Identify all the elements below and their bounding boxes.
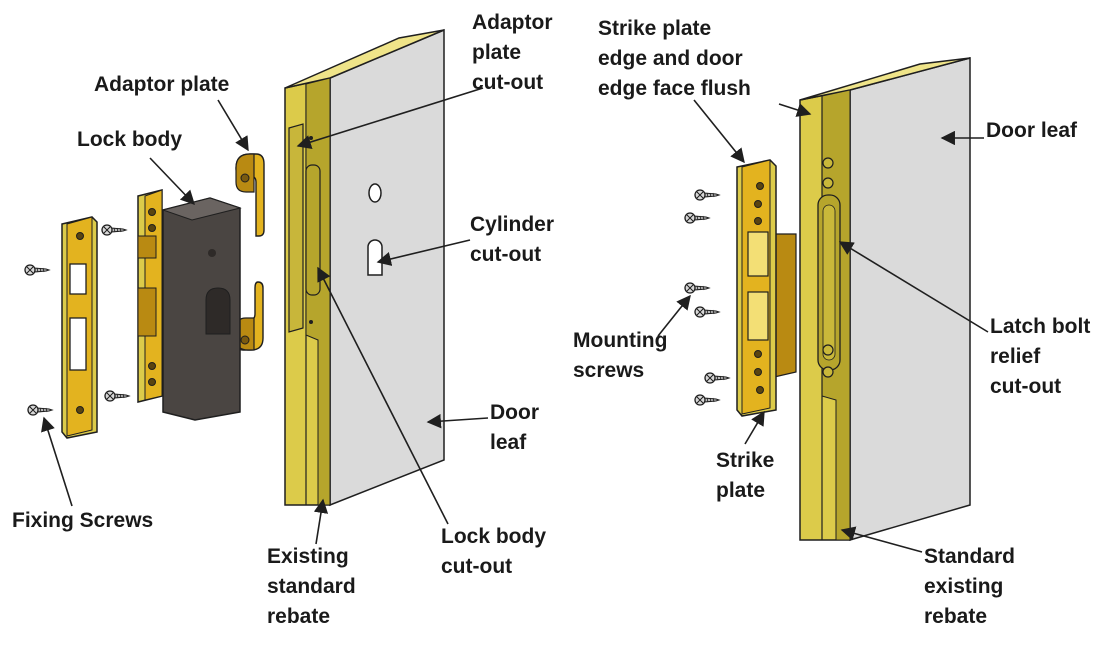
leader-arrows [41,87,989,553]
fixing-screw-3 [104,390,131,402]
arrow-icon [426,413,489,429]
label-line: cut-out [470,243,542,266]
label-line: Standard [924,545,1016,568]
arrow-icon [693,99,745,164]
label-line: Strike [716,449,775,472]
label-line: Lock body [77,128,183,151]
label-line: cut-out [990,375,1062,398]
label-strike-plate: Strike plate [716,446,774,506]
arrow-icon [217,99,249,152]
arrow-icon [376,239,471,266]
label-line: Adaptor plate [94,73,230,96]
fixing-screw-1 [24,264,51,276]
label-line: rebate [267,605,331,628]
label-strike-plate-flush: Strike plate edge and door edge face flush [598,14,751,104]
arrow-icon [840,526,923,553]
screw-icon [104,390,131,402]
screw-icon [694,306,721,318]
arrow-icon [149,157,195,206]
label-lock-body: Lock body [77,125,182,155]
label-line: cut-out [441,555,513,578]
screw-icon [684,212,711,224]
strike-plate [736,159,797,417]
label-line: Strike plate [598,17,712,40]
label-line: standard [267,575,356,598]
screw-icon [101,224,128,236]
label-line: relief [990,345,1041,368]
lock-body-cutout-shape [305,164,321,296]
mounting-screw-5 [704,372,731,384]
label-mounting-screws: Mounting screws [573,326,667,386]
label-lock-body-cutout: Lock body cut-out [441,522,546,582]
screw-icon [24,264,51,276]
arrow-icon [838,241,989,333]
label-existing-standard-rebate: Existing standard rebate [267,542,356,632]
screw-icon [694,394,721,406]
arrow-icon [657,294,691,337]
mounting-screw-3 [684,282,711,294]
label-line: plate [716,479,766,502]
label-line: Latch bolt [990,315,1091,338]
adaptor-plate-top [235,153,265,237]
screw-icon [694,189,721,201]
arrow-icon [778,103,812,117]
label-line: existing [924,575,1004,598]
label-door-leaf-right: Door leaf [986,116,1077,146]
arrow-icon [317,266,449,525]
cylinder-cutout-shape [367,239,383,276]
label-line: Existing [267,545,349,568]
mounting-screw-6 [694,394,721,406]
label-line: edge and door [598,47,743,70]
front-plate [61,216,98,439]
label-line: Fixing Screws [12,509,154,532]
label-adaptor-plate-cutout: Adaptor plate cut-out [472,8,553,98]
fixing-screw-2 [101,224,128,236]
label-line: leaf [490,431,527,454]
label-line: Adaptor [472,11,553,34]
label-line: edge face flush [598,77,751,100]
arrow-icon [313,498,329,545]
label-line: Door [490,401,539,424]
door-leaf-left [284,28,445,507]
label-line: rebate [924,605,988,628]
label-fixing-screws: Fixing Screws [12,506,153,536]
left-assembly [24,28,445,507]
fixing-screw-4 [27,404,54,416]
lock-body [137,189,242,421]
screw-icon [684,282,711,294]
mounting-screw-4 [694,306,721,318]
label-line: Cylinder [470,213,555,236]
door-leaf-right [799,57,971,541]
screw-icon [27,404,54,416]
label-line: Door leaf [986,119,1078,142]
label-line: Mounting [573,329,668,352]
arrow-icon [744,410,765,445]
label-line: cut-out [472,71,544,94]
screw-icon [704,372,731,384]
mounting-screw-1 [694,189,721,201]
label-line: screws [573,359,645,382]
arrow-icon [41,416,73,507]
arrow-icon [296,87,484,149]
label-cylinder-cutout: Cylinder cut-out [470,210,554,270]
mounting-screw-2 [684,212,711,224]
label-adaptor-plate: Adaptor plate [94,70,229,100]
label-line: plate [472,41,522,64]
label-standard-existing-rebate: Standard existing rebate [924,542,1015,632]
label-line: Lock body [441,525,547,548]
label-latch-bolt-relief: Latch bolt relief cut-out [990,312,1090,402]
label-door-leaf-left: Door leaf [490,398,539,458]
